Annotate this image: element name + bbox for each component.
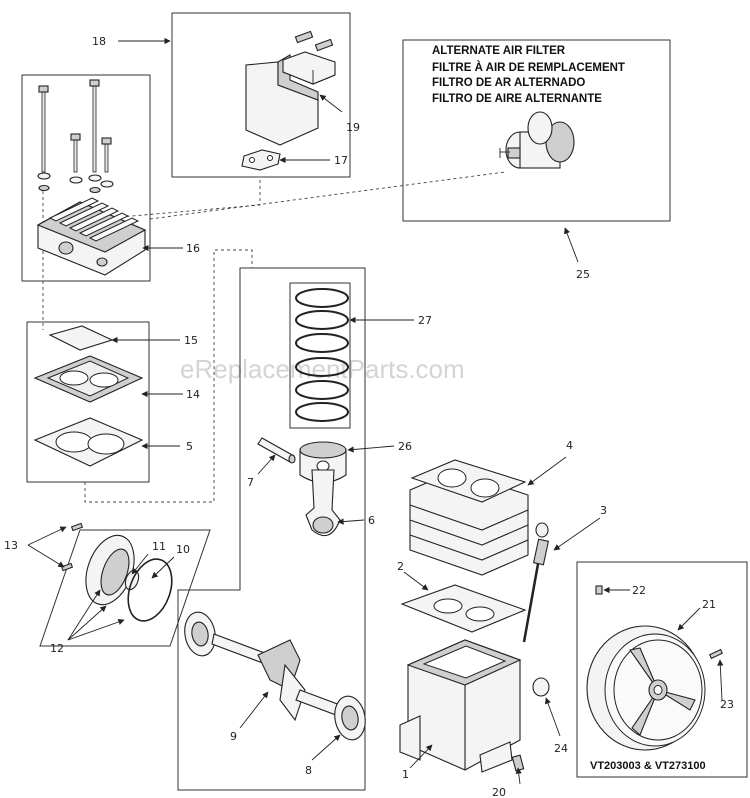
- callout-25: 25: [576, 268, 590, 281]
- callout-9: 9: [230, 730, 237, 743]
- callout-23: 23: [720, 698, 734, 711]
- alt-filter-line-es: FILTRO DE AIRE ALTERNANTE: [432, 93, 602, 105]
- callout-22: 22: [632, 584, 646, 597]
- callout-14: 14: [186, 388, 200, 401]
- piston-crankshaft-box: [177, 267, 366, 791]
- wheel-model-label: VT203003 & VT273100: [590, 760, 706, 772]
- wheel-box: [576, 561, 748, 778]
- bearing-carrier-box: [39, 529, 211, 647]
- callout-13: 13: [4, 539, 18, 552]
- callout-4: 4: [566, 439, 573, 452]
- callout-1: 1: [402, 768, 409, 781]
- callout-8: 8: [305, 764, 312, 777]
- callout-3: 3: [600, 504, 607, 517]
- cylinder-head-assembly: [36, 79, 147, 276]
- alt-filter-line-pt: FILTRO DE AR ALTERNADO: [432, 77, 585, 89]
- callout-17: 17: [334, 154, 348, 167]
- flywheel: [586, 585, 724, 751]
- air-filter-box: [171, 12, 351, 178]
- callout-20: 20: [492, 786, 506, 798]
- gasket-valve-box: [26, 321, 150, 483]
- alt-filter-line-en: ALTERNATE AIR FILTER: [432, 45, 566, 57]
- cylinder: [409, 459, 529, 576]
- dash-head-to-alt-filter: [149, 171, 506, 220]
- callout-2: 2: [397, 560, 404, 573]
- callout-labels: 18 19 17 16 25 15 14 5 27 26 7 6 4 3 2 1…: [4, 35, 734, 798]
- valve-plate-assembly: [33, 325, 144, 467]
- callout-24: 24: [554, 742, 568, 755]
- dash-filter-to-head: [107, 180, 261, 219]
- callout-18: 18: [92, 35, 106, 48]
- alternate-filter-box: [402, 39, 671, 222]
- alt-filter-line-fr: FILTRE À AIR DE REMPLACEMENT: [432, 61, 625, 74]
- callout-11: 11: [152, 540, 166, 553]
- alternate-air-filter: [499, 111, 575, 169]
- cylinder-head-box: [21, 74, 151, 282]
- dipstick: [522, 522, 550, 643]
- air-filter-assembly: [241, 30, 336, 171]
- callout-19: 19: [346, 121, 360, 134]
- leader-lines: [27, 37, 724, 785]
- callout-10: 10: [176, 543, 190, 556]
- oil-plug: [532, 677, 550, 697]
- callout-6: 6: [368, 514, 375, 527]
- piston-assembly: [257, 282, 351, 537]
- crankcase: [399, 639, 522, 773]
- bearing-carrier-assembly: [60, 522, 173, 622]
- callout-27: 27: [418, 314, 432, 327]
- callout-7: 7: [247, 476, 254, 489]
- callout-16: 16: [186, 242, 200, 255]
- callout-5: 5: [186, 440, 193, 453]
- crankshaft-assembly: [184, 611, 366, 741]
- callout-12: 12: [50, 642, 64, 655]
- callout-21: 21: [702, 598, 716, 611]
- alternate-filter-title: ALTERNATE AIR FILTER FILTRE À AIR DE REM…: [432, 45, 625, 105]
- cylinder-gasket: [400, 584, 527, 633]
- callout-26: 26: [398, 440, 412, 453]
- callout-15: 15: [184, 334, 198, 347]
